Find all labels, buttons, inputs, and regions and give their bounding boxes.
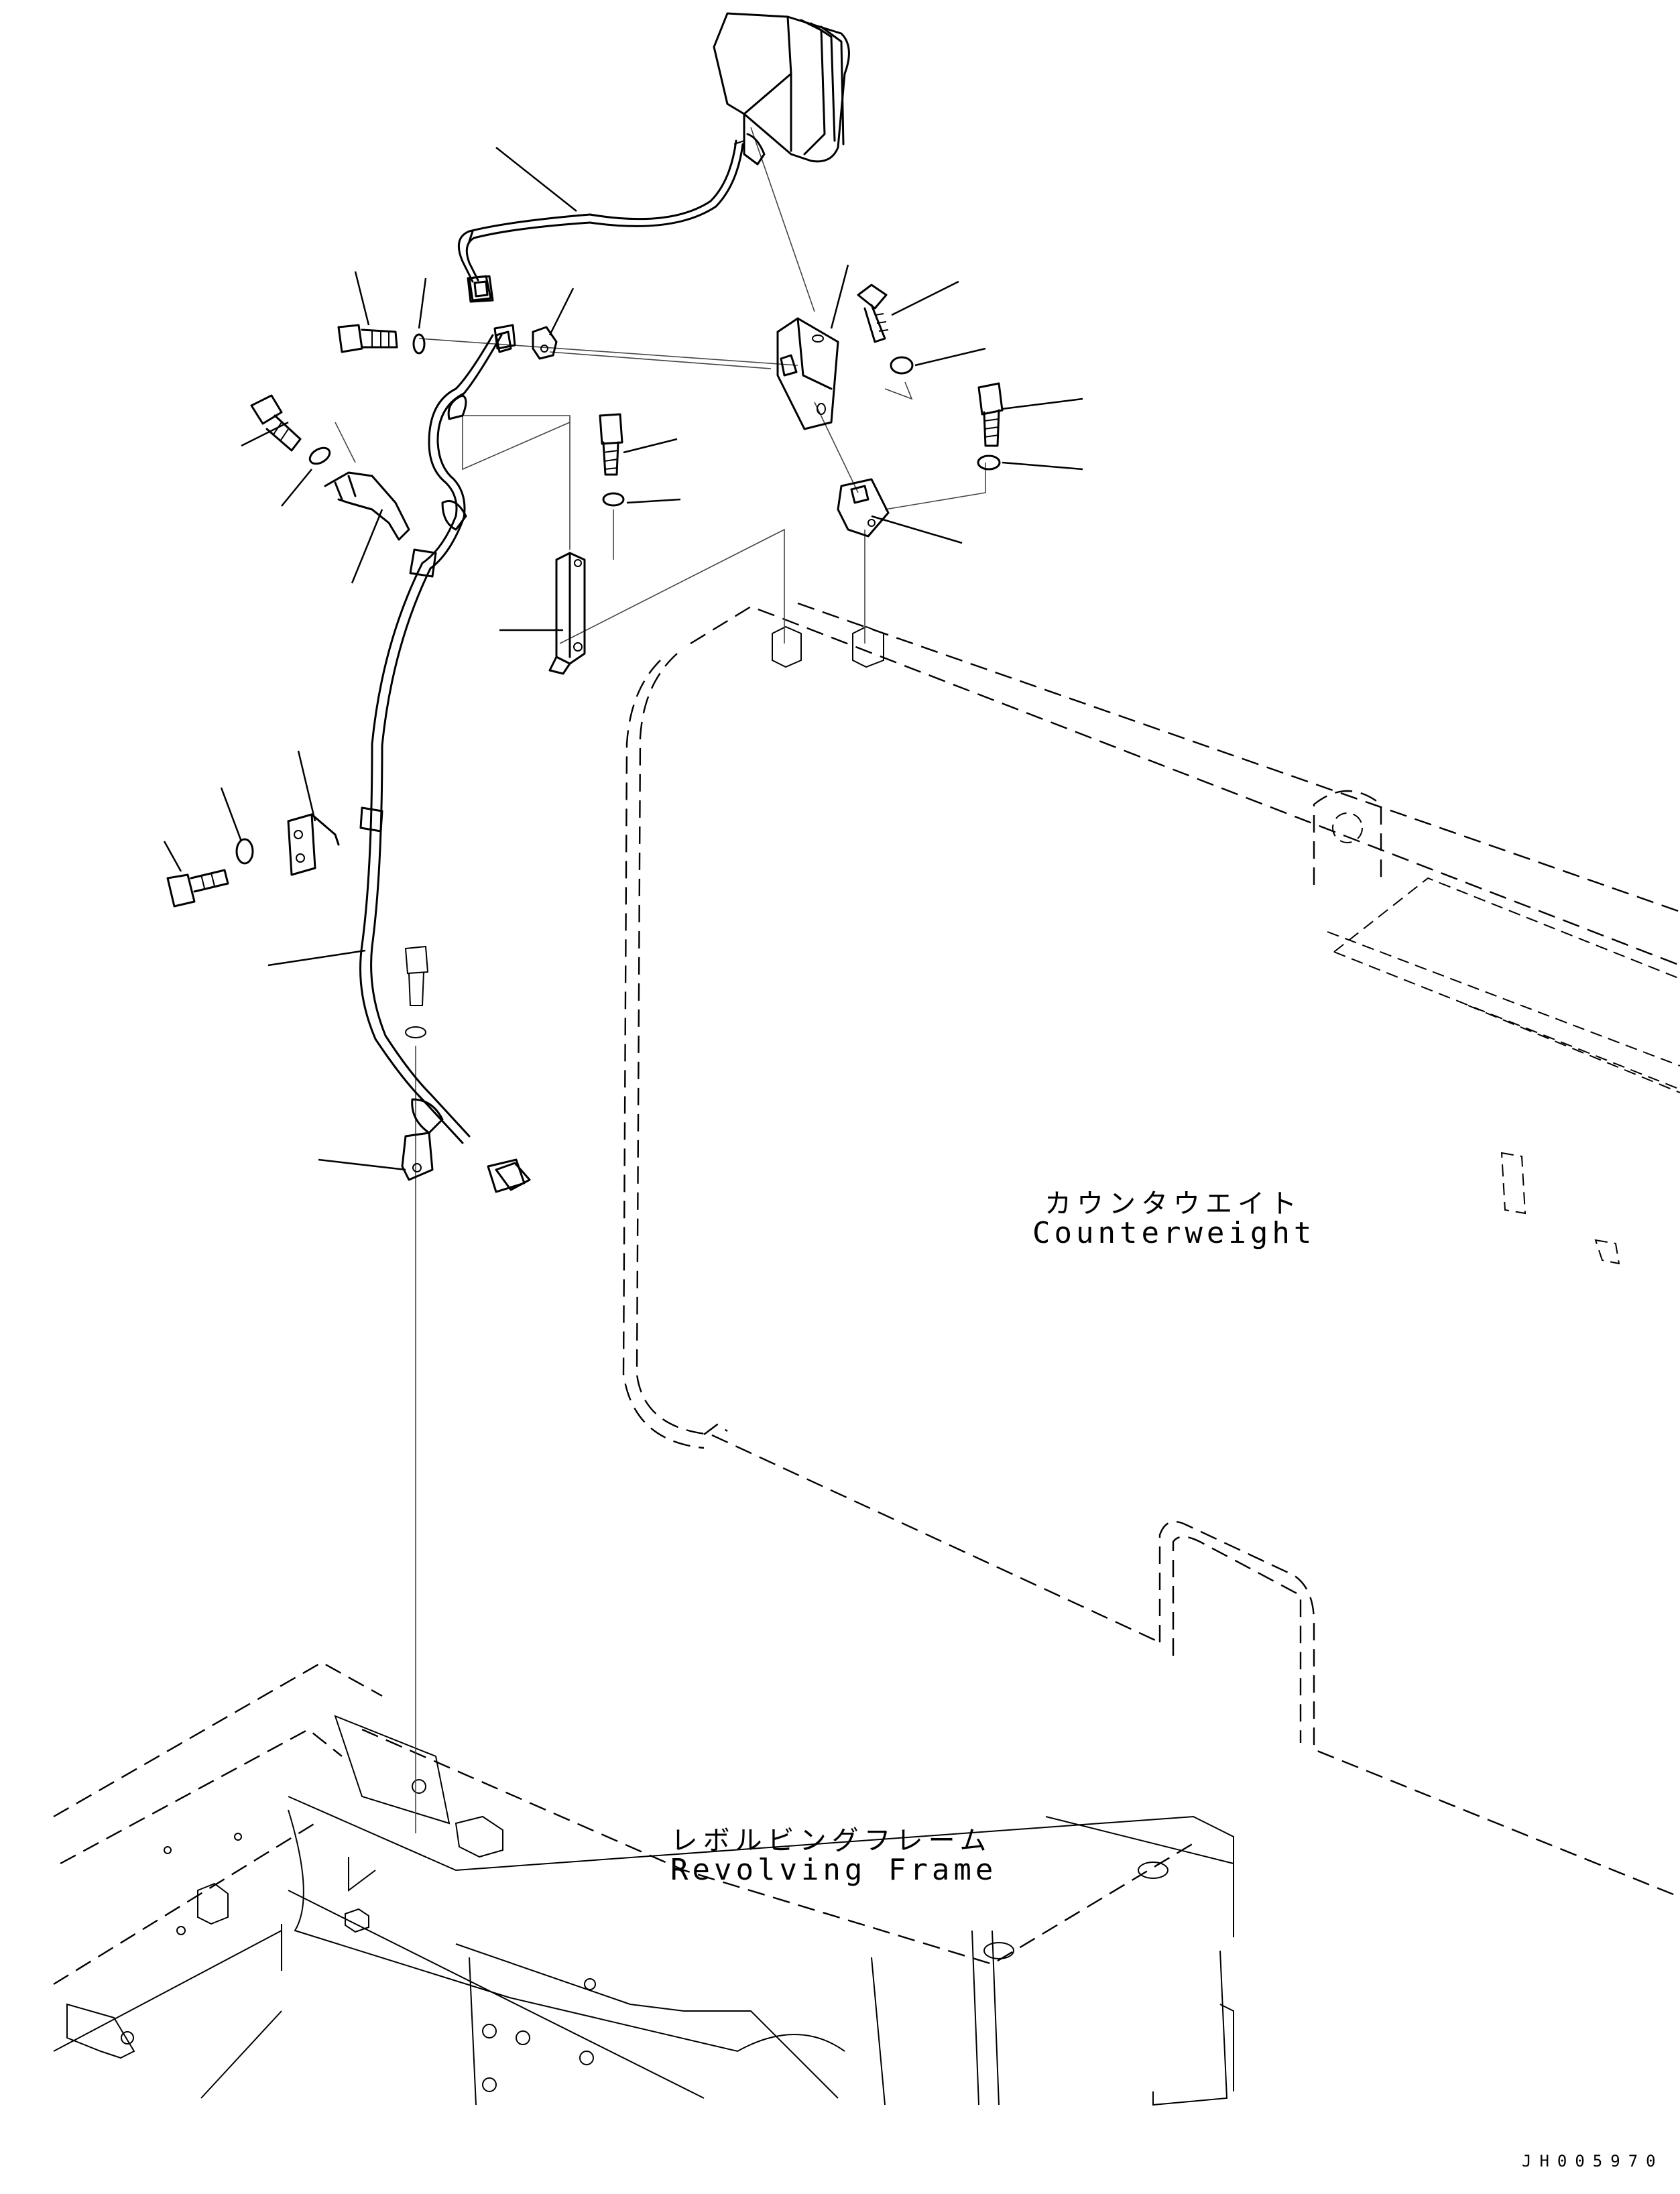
counterweight-label-en: Counterweight [1032,1216,1316,1250]
revolving-frame-label-jp: レボルビングフレーム [670,1825,992,1856]
drawing-code: JH005970 [1522,2152,1664,2171]
revolving-frame-label: レボルビングフレーム Revolving Frame [670,1825,998,1887]
revolving-frame [53,1661,1234,2106]
work-lamp [713,12,850,166]
leader-lines [163,147,1083,1171]
brackets-and-clamps [287,317,890,1181]
revolving-frame-label-en: Revolving Frame [670,1853,998,1887]
bolts-and-washers [166,284,1004,1038]
counterweight-outline [622,602,1680,1898]
assembly-guide-lines [335,127,986,1833]
wiring-harness [359,139,744,1191]
connectors [467,230,526,1193]
counterweight-label-jp: カウンタウエイト [1044,1189,1302,1219]
counterweight-label: カウンタウエイト Counterweight [1032,1190,1314,1249]
